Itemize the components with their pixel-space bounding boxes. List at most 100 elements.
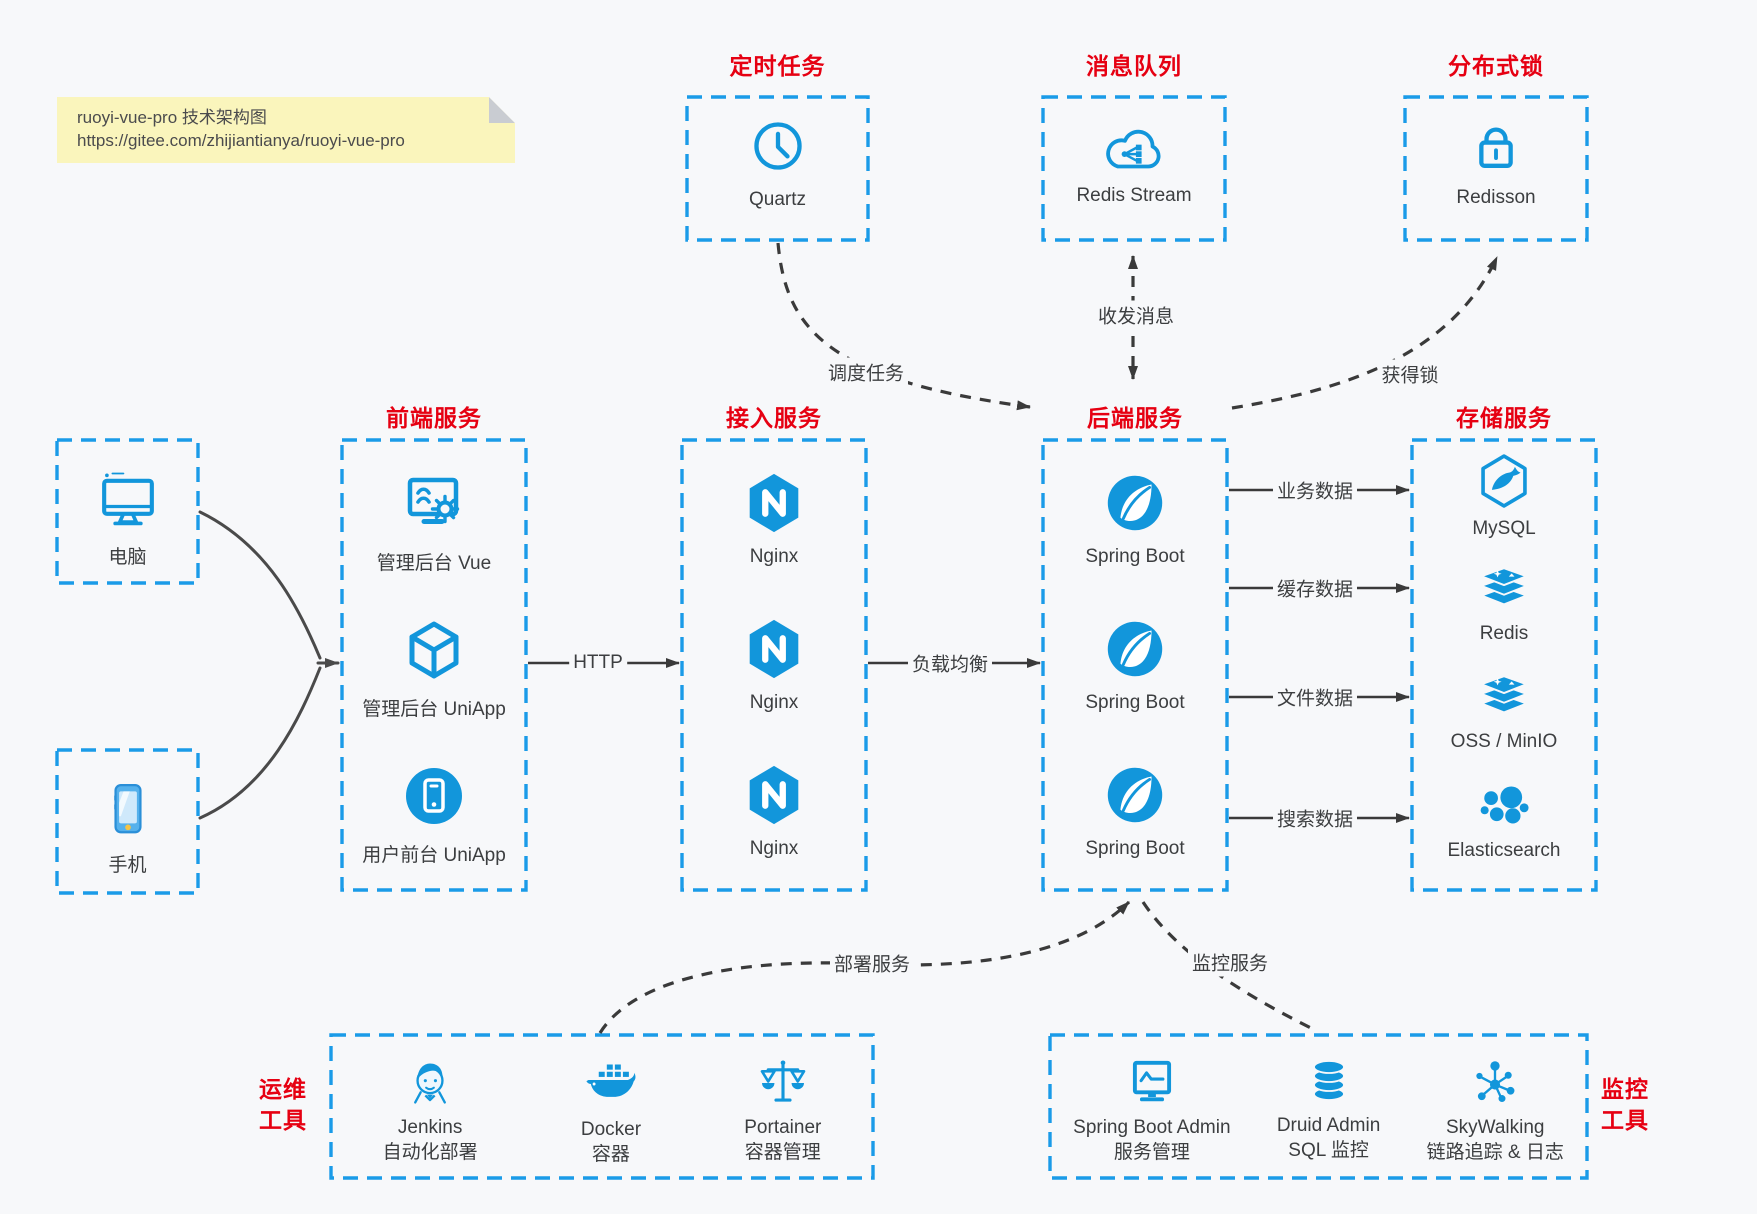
node-label: 用户前台 UniApp: [362, 845, 506, 866]
edge-label-load-balance: 负载均衡: [907, 648, 993, 678]
edge-mobile-to-frontend: [198, 666, 322, 820]
nginx-icon: [739, 468, 809, 538]
node-redisson: Redisson: [1405, 115, 1587, 209]
clock-icon: [747, 115, 809, 177]
ops-toolrow: Jenkins 自动化部署 Docker 容器: [331, 1035, 873, 1178]
nginx-icon: [739, 760, 809, 830]
tool-docker: Docker 容器: [581, 1035, 641, 1168]
group-box-storage: [1410, 438, 1598, 892]
node-admin-vue: 管理后台 Vue: [342, 468, 526, 575]
tool-label: Spring Boot Admin: [1073, 1117, 1231, 1138]
monitor-toolrow: Spring Boot Admin 服务管理 Druid Admin SQL 监…: [1050, 1035, 1587, 1178]
title-ops: 运维工具: [259, 1076, 307, 1133]
tool-sublabel: SQL 监控: [1288, 1140, 1369, 1161]
tool-sublabel: 服务管理: [1113, 1142, 1190, 1163]
node-label: 管理后台 Vue: [376, 553, 492, 574]
edge-label-send-receive: 收发消息: [1093, 300, 1179, 330]
group-box-lock: [1403, 95, 1589, 242]
tool-sublabel: 自动化部署: [382, 1142, 478, 1163]
edge-label-search-data: 搜索数据: [1272, 803, 1358, 833]
node-label: MySQL: [1472, 518, 1536, 539]
tool-spring-boot-admin: Spring Boot Admin 服务管理: [1073, 1035, 1231, 1166]
node-spring-boot-3: Spring Boot: [1043, 760, 1227, 860]
node-label: Nginx: [749, 692, 799, 713]
group-box-monitor: [1048, 1033, 1589, 1180]
edge-acquire-lock-arrow: [1231, 256, 1499, 410]
oss-icon: [1475, 668, 1533, 723]
node-quartz: Quartz: [687, 115, 868, 211]
admin-monitor-gear-icon: [398, 468, 470, 540]
sticky-note: ruoyi-vue-pro 技术架构图 https://gitee.com/zh…: [57, 97, 515, 163]
node-label: 管理后台 UniApp: [362, 699, 506, 720]
cloud-share-icon: [1096, 119, 1172, 176]
node-label: OSS / MinIO: [1450, 731, 1558, 752]
node-admin-uniapp: 管理后台 UniApp: [342, 614, 526, 721]
portainer-icon: [755, 1055, 811, 1111]
title-mq: 消息队列: [1086, 53, 1182, 79]
tool-sublabel: 容器管理: [744, 1142, 821, 1163]
node-label: Redis Stream: [1076, 185, 1192, 206]
spring-boot-icon: [1100, 614, 1170, 684]
node-oss-minio: OSS / MinIO: [1412, 668, 1596, 753]
node-user-uniapp: 用户前台 UniApp: [342, 760, 526, 867]
skywalking-icon: [1467, 1055, 1523, 1111]
node-label: Nginx: [749, 838, 799, 859]
node-elasticsearch: Elasticsearch: [1412, 782, 1596, 862]
node-mysql: MySQL: [1412, 452, 1596, 540]
edge-label-deploy: 部署服务: [829, 948, 915, 978]
edge-label-schedule-task: 调度任务: [823, 357, 909, 387]
edge-label-business-data: 业务数据: [1272, 475, 1358, 505]
title-lock: 分布式锁: [1448, 53, 1544, 79]
node-label: Quartz: [748, 189, 807, 210]
note-fold-corner: [489, 97, 515, 123]
title-gateway: 接入服务: [726, 405, 822, 431]
spring-boot-icon: [1100, 468, 1170, 538]
title-frontend: 前端服务: [386, 405, 482, 431]
edge-label-cache-data: 缓存数据: [1272, 573, 1358, 603]
node-label: Spring Boot: [1085, 692, 1185, 713]
group-box-mq: [1041, 95, 1227, 242]
edge-pc-to-frontend: [198, 510, 322, 660]
node-label: Spring Boot: [1085, 838, 1185, 859]
edge-label-acquire-lock: 获得锁: [1377, 359, 1443, 389]
padlock-icon: [1465, 115, 1527, 177]
node-label: Redisson: [1456, 187, 1536, 208]
tool-label: SkyWalking: [1445, 1117, 1545, 1138]
database-icon: [1302, 1055, 1356, 1109]
computer-icon: [95, 468, 161, 534]
edge-schedule-task-arrow: [776, 242, 1031, 411]
tool-skywalking: SkyWalking 链路追踪 & 日志: [1427, 1035, 1564, 1166]
group-box-gateway: [680, 438, 868, 892]
group-box-ops: [329, 1033, 875, 1180]
note-title: ruoyi-vue-pro 技术架构图: [77, 108, 267, 127]
cube-icon: [398, 614, 470, 686]
title-backend: 后端服务: [1087, 405, 1183, 431]
tool-portainer: Portainer 容器管理: [744, 1035, 821, 1166]
tool-sublabel: 链路追踪 & 日志: [1426, 1142, 1564, 1163]
note-url: https://gitee.com/zhijiantianya/ruoyi-vu…: [77, 131, 405, 150]
edge-label-monitoring: 监控服务: [1187, 947, 1273, 977]
mysql-icon: [1475, 452, 1533, 510]
edge-label-file-data: 文件数据: [1272, 682, 1358, 712]
node-nginx-3: Nginx: [682, 760, 866, 860]
node-label: Redis: [1479, 623, 1529, 644]
edge-monitoring-line: [1141, 901, 1318, 1033]
admin-pulse-icon: [1124, 1055, 1180, 1111]
tool-druid-admin: Druid Admin SQL 监控: [1276, 1035, 1381, 1164]
node-label: Elasticsearch: [1447, 840, 1561, 861]
redis-icon: [1475, 560, 1533, 615]
tool-label: Druid Admin: [1276, 1115, 1381, 1136]
node-label: Spring Boot: [1085, 546, 1185, 567]
group-box-frontend: [340, 438, 528, 892]
node-label: Nginx: [749, 546, 799, 567]
node-spring-boot-1: Spring Boot: [1043, 468, 1227, 568]
node-label: 电脑: [108, 547, 147, 568]
title-scheduled: 定时任务: [729, 53, 826, 79]
title-monitor: 监控工具: [1601, 1076, 1649, 1133]
docker-icon: [582, 1055, 640, 1113]
node-mobile: 手机: [57, 778, 198, 877]
node-spring-boot-2: Spring Boot: [1043, 614, 1227, 714]
spring-boot-icon: [1100, 760, 1170, 830]
phone-circle-icon: [398, 760, 470, 832]
